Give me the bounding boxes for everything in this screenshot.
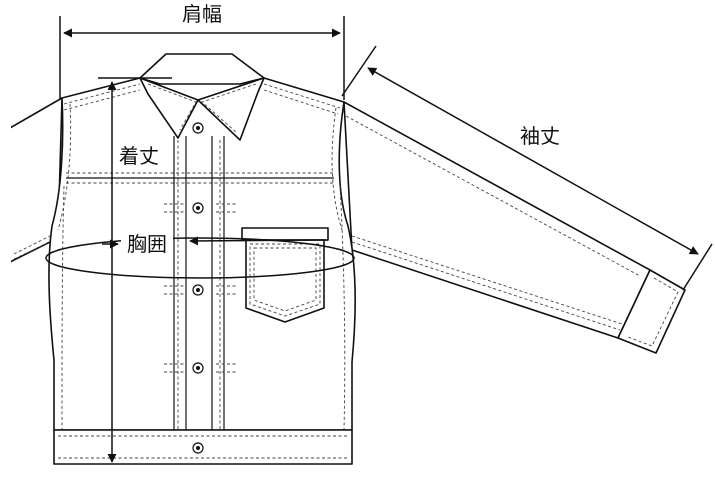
shoulder-width-dimension: [59, 16, 345, 100]
sleeve-length-dimension: [341, 45, 713, 291]
body-length-label: 着丈: [119, 144, 159, 168]
right-cuff: [617, 269, 686, 354]
button: [192, 284, 204, 296]
button: [192, 202, 204, 214]
chest-dimension: [45, 236, 355, 279]
button: [192, 442, 204, 454]
button: [192, 122, 204, 134]
shoulder-width-label: 肩幅: [182, 2, 222, 26]
chest-label: 胸囲: [127, 232, 167, 256]
body-length-dimension: [98, 77, 172, 463]
buttonhole-stitches: [164, 203, 236, 373]
right-sleeve: [343, 101, 651, 339]
button: [192, 362, 204, 374]
front-placket: [173, 136, 225, 430]
sleeve-length-label: 袖丈: [520, 124, 560, 148]
collar: [139, 53, 265, 141]
